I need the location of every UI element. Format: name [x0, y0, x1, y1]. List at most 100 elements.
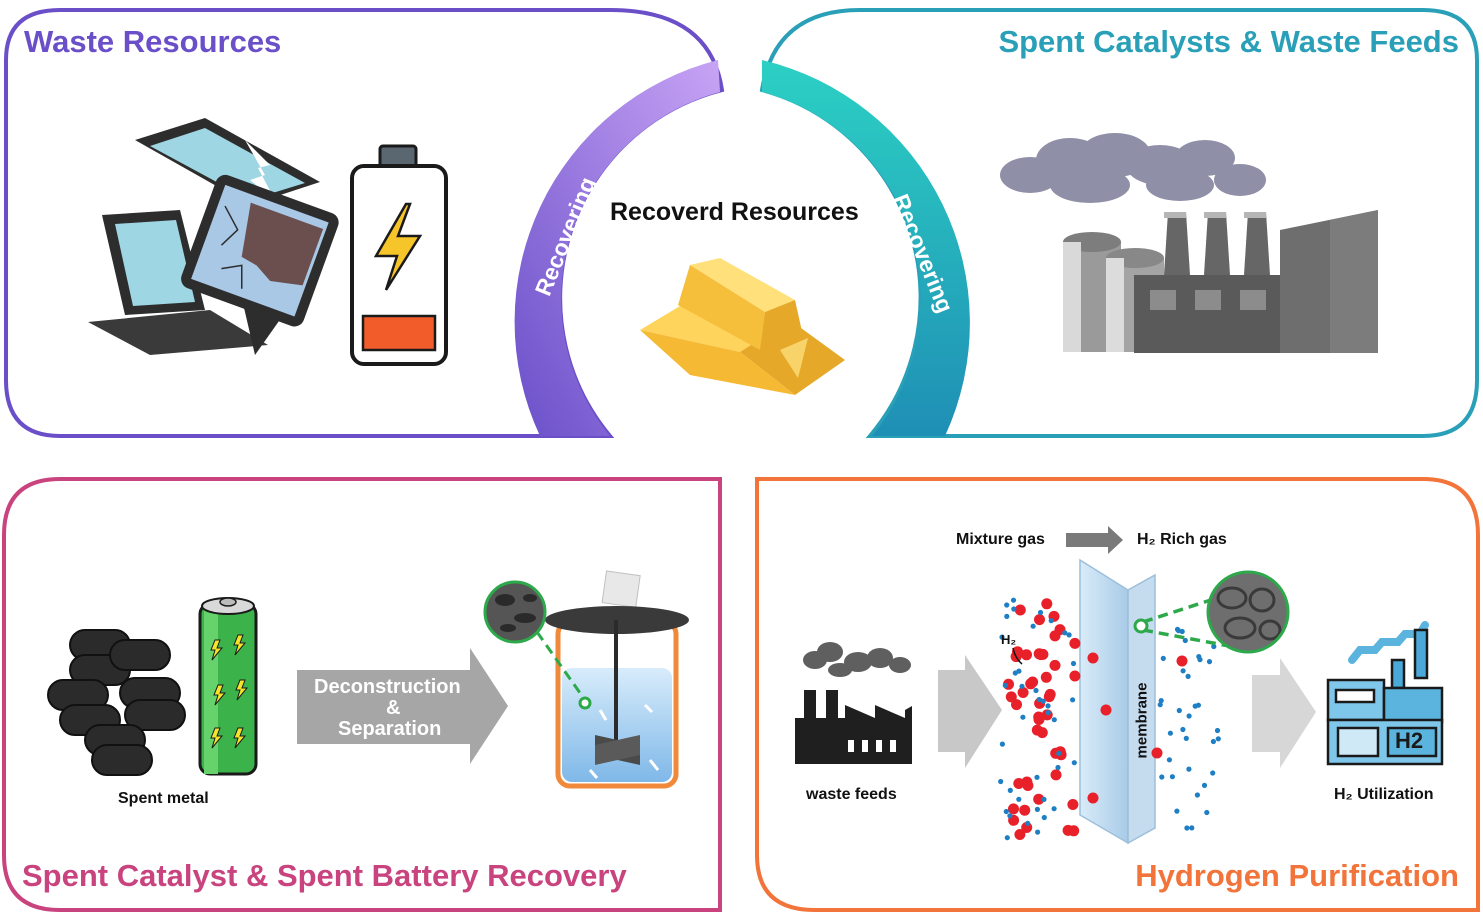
purified-h2-molecule: [1201, 782, 1208, 789]
purified-h2-molecule: [1210, 738, 1216, 745]
purified-h2-molecule: [1180, 668, 1186, 674]
purified-h2-molecule: [1185, 673, 1191, 680]
feed-arrow: [938, 655, 1002, 768]
purified-h2-molecule: [1169, 774, 1175, 780]
mixture-h2-molecule: [1002, 682, 1008, 689]
mixture-red-molecule: [1021, 649, 1032, 661]
mixture-h2-molecule: [1045, 710, 1051, 716]
purified-h2-molecule: [1174, 808, 1180, 814]
purified-h2-molecule: [1184, 825, 1190, 831]
process-arrow-icon: [297, 648, 508, 764]
mixture-h2-molecule: [1040, 698, 1046, 704]
purified-h2-molecule: [1186, 713, 1192, 719]
mixture-h2-molecule: [1004, 602, 1010, 608]
purified-h2-molecule: [1204, 809, 1210, 816]
mixture-red-molecule: [1031, 724, 1043, 736]
purified-h2-molecule: [1167, 730, 1173, 736]
purified-h2-molecule: [1197, 657, 1203, 663]
zoom-line-right-1: [1142, 595, 1221, 624]
purified-h2-molecule: [1215, 736, 1221, 742]
mixture-h2-molecule: [1055, 764, 1061, 771]
mixture-h2-molecule: [1007, 787, 1013, 794]
mixture-red-molecule: [1062, 824, 1074, 836]
mixture-h2-molecule: [1051, 717, 1057, 723]
zoom-point-right: [1133, 618, 1149, 634]
mixture-red-molecule: [1034, 614, 1045, 626]
mixture-h2-molecule: [1020, 714, 1026, 720]
purified-h2-molecule: [1160, 655, 1166, 662]
utilization-arrow: [1252, 658, 1316, 768]
recovering-arc-left: [514, 60, 720, 436]
mixture-red-molecule: [1067, 799, 1079, 810]
mixture-red-molecule: [1041, 598, 1053, 610]
mixture-h2-molecule: [1016, 796, 1022, 802]
recovering-arc-right: [762, 60, 970, 436]
mixture-red-molecule: [1069, 670, 1081, 682]
mixture-h2-molecule: [1034, 806, 1040, 813]
mixture-red-molecule: [1069, 637, 1081, 649]
mixture-h2-molecule: [999, 741, 1006, 747]
purified-h2-molecule: [1192, 703, 1198, 709]
purified-h2-molecule: [1206, 659, 1213, 665]
purified-h2-molecule: [1214, 727, 1221, 734]
process-line3-label: Separation: [338, 718, 442, 740]
mixture-h2-molecule: [1056, 750, 1062, 757]
mixture-gas-label: Mixture gas: [956, 531, 1045, 548]
purified-h2-molecule: [1180, 726, 1186, 733]
h2-plant-icon: [1326, 621, 1444, 766]
mixture-h2-molecule: [1070, 660, 1077, 667]
mixture-h2-molecule: [1071, 760, 1077, 766]
mixture-h2-molecule: [1030, 623, 1036, 629]
purified-h2-molecule: [1157, 702, 1163, 708]
membrane-label: membrane: [1133, 682, 1151, 759]
broken-tablet-icon: [181, 174, 339, 327]
mixture-red-molecule: [1021, 776, 1033, 788]
green-battery-icon: [198, 597, 258, 776]
mixture-h2-molecule: [1010, 597, 1017, 603]
mixture-h2-molecule: [1004, 613, 1010, 620]
mixture-h2-molecule: [999, 634, 1005, 640]
mixture-h2-molecule: [1025, 820, 1031, 826]
mixture-red-molecule: [1033, 793, 1045, 805]
gas-particles: [998, 597, 1221, 841]
rich-gas-label: H₂ Rich gas: [1137, 531, 1227, 548]
mixture-h2-molecule: [1048, 618, 1054, 624]
mixture-red-molecule: [1033, 711, 1045, 723]
recovery-panel: [1, 477, 722, 912]
purified-h2-molecule: [1158, 698, 1164, 704]
mixture-red-molecule: [1005, 691, 1017, 703]
retained-red-molecule: [1151, 747, 1163, 759]
purified-h2-molecule: [1179, 628, 1185, 635]
sem-zoom-right: [1206, 570, 1290, 654]
mixture-h2-molecule: [1045, 703, 1051, 709]
mixture-red-molecule: [1011, 699, 1022, 711]
retained-red-molecule: [1087, 652, 1099, 664]
mixture-red-molecule: [1040, 671, 1052, 683]
membrane-icon: [1079, 558, 1156, 845]
mixture-h2-molecule: [1036, 696, 1042, 703]
mixture-h2-molecule: [1033, 687, 1039, 694]
recovery-title: Spent Catalyst & Spent Battery Recovery: [22, 858, 627, 893]
retained-red-molecule: [1176, 655, 1188, 667]
mixture-h2-molecule: [1066, 632, 1072, 638]
hydrogen-panel: [755, 477, 1480, 912]
purified-h2-molecule: [1186, 766, 1192, 772]
hydrogen-title: Hydrogen Purification: [1135, 858, 1459, 893]
purified-h2-molecule: [1183, 735, 1189, 742]
waste-feeds-label: waste feeds: [806, 786, 897, 803]
retained-red-molecule: [1100, 704, 1112, 716]
h2-plant-sign: H2: [1395, 728, 1424, 753]
mixture-h2-molecule: [1070, 697, 1076, 703]
waste-resources-title: Waste Resources: [24, 24, 282, 59]
mixture-h2-molecule: [1004, 835, 1010, 841]
spent-metal-label: Spent metal: [118, 790, 209, 807]
mixture-red-molecule: [1014, 829, 1026, 840]
mixture-red-molecule: [1008, 803, 1019, 815]
mixture-h2-molecule: [1011, 606, 1017, 612]
mixture-red-molecule: [1049, 659, 1061, 671]
mixture-h2-molecule: [1012, 670, 1018, 676]
mixture-h2-molecule: [1035, 829, 1041, 835]
mixture-h2-molecule: [1007, 813, 1013, 819]
factory-smoke-icon: [1000, 133, 1378, 353]
